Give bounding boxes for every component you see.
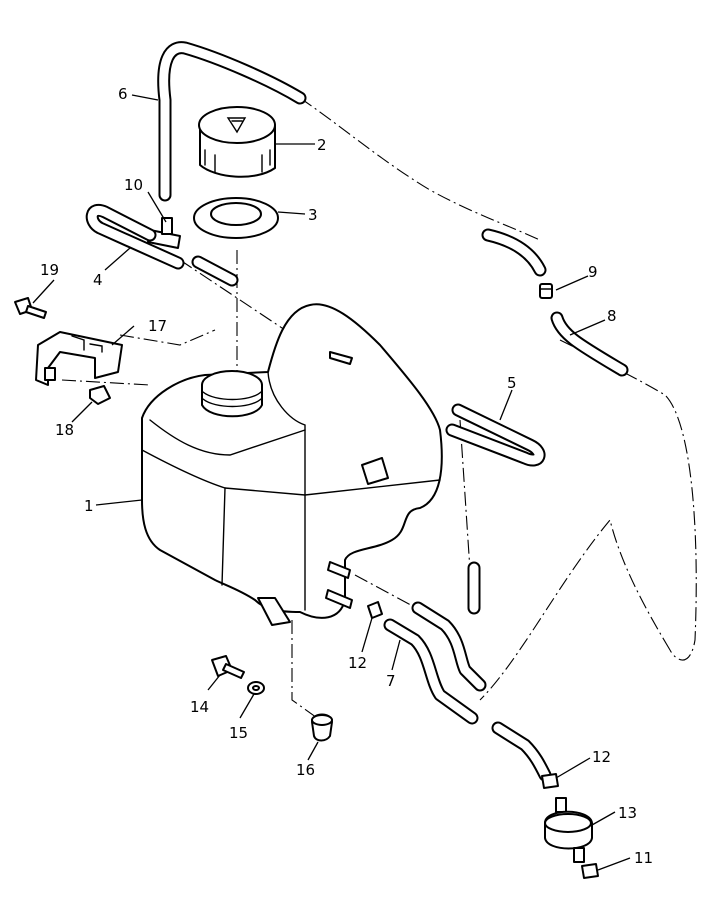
washer-15 [247, 681, 265, 695]
nut-18 [89, 385, 111, 405]
callout-15: 15 [229, 724, 248, 742]
gasket-3 [193, 197, 279, 239]
hose-6 [157, 41, 307, 202]
callout-14: 14 [190, 698, 209, 716]
clamp-12b [541, 773, 559, 789]
tank-cap-2 [198, 106, 276, 178]
hose-lower-filter [491, 721, 552, 782]
callout-8: 8 [607, 307, 617, 325]
callout-13: 13 [618, 804, 637, 822]
callout-2: 2 [317, 136, 327, 154]
leader-lines [32, 94, 631, 871]
callout-16: 16 [296, 761, 315, 779]
hose-5 [445, 403, 546, 467]
callout-3: 3 [308, 206, 318, 224]
hose-8 [550, 311, 629, 377]
bolt-19 [14, 297, 47, 319]
hose-short-4b [191, 255, 239, 287]
callout-12a: 12 [348, 654, 367, 672]
fuel-tank-1 [141, 303, 443, 626]
hose-upper-right [481, 228, 547, 277]
callout-1: 1 [84, 497, 94, 515]
clamp-11 [581, 863, 599, 879]
bracket-17 [35, 331, 123, 386]
callout-10: 10 [124, 176, 143, 194]
callout-5: 5 [507, 374, 517, 392]
callout-12b: 12 [592, 748, 611, 766]
callout-7: 7 [386, 672, 396, 690]
bolt-14 [211, 655, 245, 679]
callouts: 1 2 3 4 5 6 7 8 9 10 11 12 12 13 14 15 1… [40, 85, 653, 867]
hose-4 [85, 203, 185, 270]
hose-7 [383, 601, 487, 725]
clamp-12a [367, 601, 383, 619]
callout-18: 18 [55, 421, 74, 439]
fitting-9 [539, 283, 553, 299]
callout-17: 17 [148, 317, 167, 335]
grommet-16 [311, 713, 333, 742]
callout-9: 9 [588, 263, 598, 281]
callout-11: 11 [634, 849, 653, 867]
fuel-filter-13 [544, 797, 593, 863]
callout-19: 19 [40, 261, 59, 279]
callout-6: 6 [118, 85, 128, 103]
callout-4: 4 [93, 271, 103, 289]
